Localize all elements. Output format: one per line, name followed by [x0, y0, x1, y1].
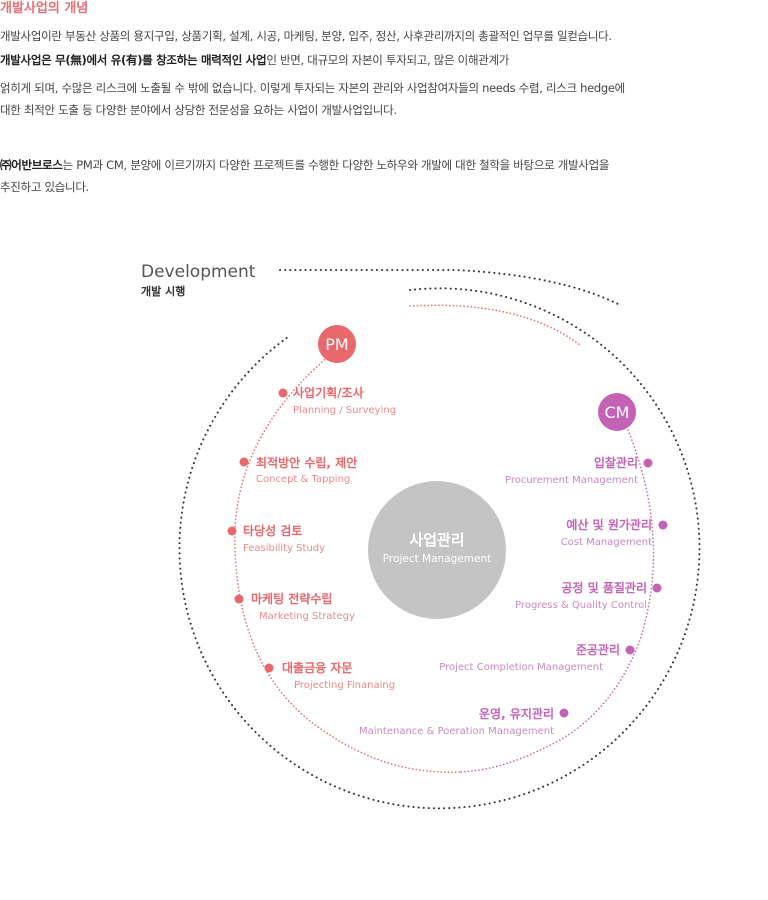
pm-item-subtitle: Feasibility Study [243, 543, 325, 554]
cm-item-dot [643, 458, 653, 468]
pm-item-title: 타당성 검토 [243, 523, 302, 538]
pm-item-subtitle: Planning / Surveying [293, 405, 396, 416]
pm-item-title: 최적방안 수립, 제안 [256, 455, 357, 470]
outer-title-leader [279, 269, 621, 306]
outer-title: Development [141, 262, 256, 282]
cm-arc [459, 429, 655, 773]
cm-item-subtitle: Maintenance & Poeration Management [359, 726, 554, 737]
cm-item-title: 공정 및 품질관리 [561, 580, 647, 595]
cm-item-title: 예산 및 원가관리 [566, 517, 652, 532]
intro-line-1: 개발사업이란 부동산 상품의 용지구입, 상품기획, 설계, 시공, 마케팅, … [0, 29, 612, 43]
pm-item-title: 마케팅 전략수립 [251, 591, 332, 606]
intro-line-6: 추진하고 있습니다. [0, 180, 89, 194]
cm-item-title: 입찰관리 [594, 455, 638, 470]
pm-arc [233, 354, 331, 736]
cm-item: 입찰관리 Procurement Management [505, 455, 653, 486]
outer-development-circle [178, 287, 701, 810]
intro-line-2-rest: 인 반면, 대규모의 자본이 투자되고, 많은 이해관계가 [266, 53, 510, 67]
center-subtitle: Project Management [383, 553, 491, 565]
pm-item-dot [234, 594, 244, 604]
cm-item-dot [625, 645, 635, 655]
pm-item-subtitle: Marketing Strategy [259, 611, 355, 622]
intro-line-2: 개발사업은 무(無)에서 유(有)를 창조하는 매력적인 사업인 반면, 대규모… [0, 52, 509, 68]
cm-item: 운영, 유지관리 Maintenance & Poeration Managem… [359, 706, 569, 737]
pm-item: 타당성 검토 Feasibility Study [227, 523, 325, 554]
outer-subtitle: 개발 시행 [141, 284, 185, 298]
cm-item-subtitle: Project Completion Management [439, 662, 603, 673]
pm-arc-top [409, 304, 581, 346]
pm-item: 최적방안 수립, 제안 Concept & Tapping [239, 455, 357, 485]
pm-item-title: 대출금융 자문 [282, 660, 352, 675]
center-circle [368, 481, 506, 619]
cm-item-title: 운영, 유지관리 [479, 706, 554, 721]
pm-badge: PM [325, 335, 348, 354]
intro-line-5: ㈜어반브로스는 PM과 CM, 분양에 이르기까지 다양한 프로젝트를 수행한 … [0, 157, 609, 173]
page-title: 개발사업의 개념 [0, 1, 89, 16]
cm-item: 준공관리 Project Completion Management [439, 642, 635, 673]
cm-item-dot [652, 583, 662, 593]
intro-line-3: 얽히게 되며, 수많은 리스크에 노출될 수 밖에 없습니다. 이렇게 투자되는… [0, 81, 625, 95]
pm-item-dot [227, 526, 237, 536]
cm-item-subtitle: Progress & Quality Control [515, 600, 647, 611]
cm-item: 예산 및 원가관리 Cost Management [561, 517, 668, 548]
company-name: ㈜어반브로스 [0, 158, 63, 172]
pm-item-dot [278, 388, 288, 398]
center-title: 사업관리 [409, 531, 464, 549]
intro-line-5-rest: 는 PM과 CM, 분양에 이르기까지 다양한 프로젝트를 수행한 다양한 노하… [62, 158, 610, 172]
pm-item-subtitle: Concept & Tapping [256, 474, 350, 485]
cm-item-subtitle: Procurement Management [505, 475, 638, 486]
cm-item-title: 준공관리 [576, 642, 620, 657]
pm-badge-circle [318, 325, 356, 363]
pm-item-title: 사업기획/조사 [293, 385, 364, 400]
pm-item: 사업기획/조사 Planning / Surveying [278, 385, 396, 416]
intro-line-4: 대한 최적안 도출 등 다양한 분야에서 상당한 전문성을 요하는 사업이 개발… [0, 103, 397, 117]
cm-badge: CM [605, 403, 630, 422]
cm-badge-circle [598, 393, 636, 431]
cm-item-subtitle: Cost Management [561, 537, 652, 548]
pm-item: 대출금융 자문 Projecting Finanaing [264, 660, 395, 691]
cm-item: 공정 및 품질관리 Progress & Quality Control [515, 580, 662, 611]
pm-item-subtitle: Projecting Finanaing [294, 680, 395, 691]
cm-item-dot [559, 708, 569, 718]
cm-item-dot [658, 520, 668, 530]
pm-item-dot [239, 457, 249, 467]
intro-line-2-bold: 개발사업은 무(無)에서 유(有)를 창조하는 매력적인 사업 [0, 53, 267, 67]
pm-item: 마케팅 전략수립 Marketing Strategy [234, 591, 355, 622]
pm-item-dot [264, 663, 274, 673]
pm-arc-bottom [329, 734, 461, 774]
